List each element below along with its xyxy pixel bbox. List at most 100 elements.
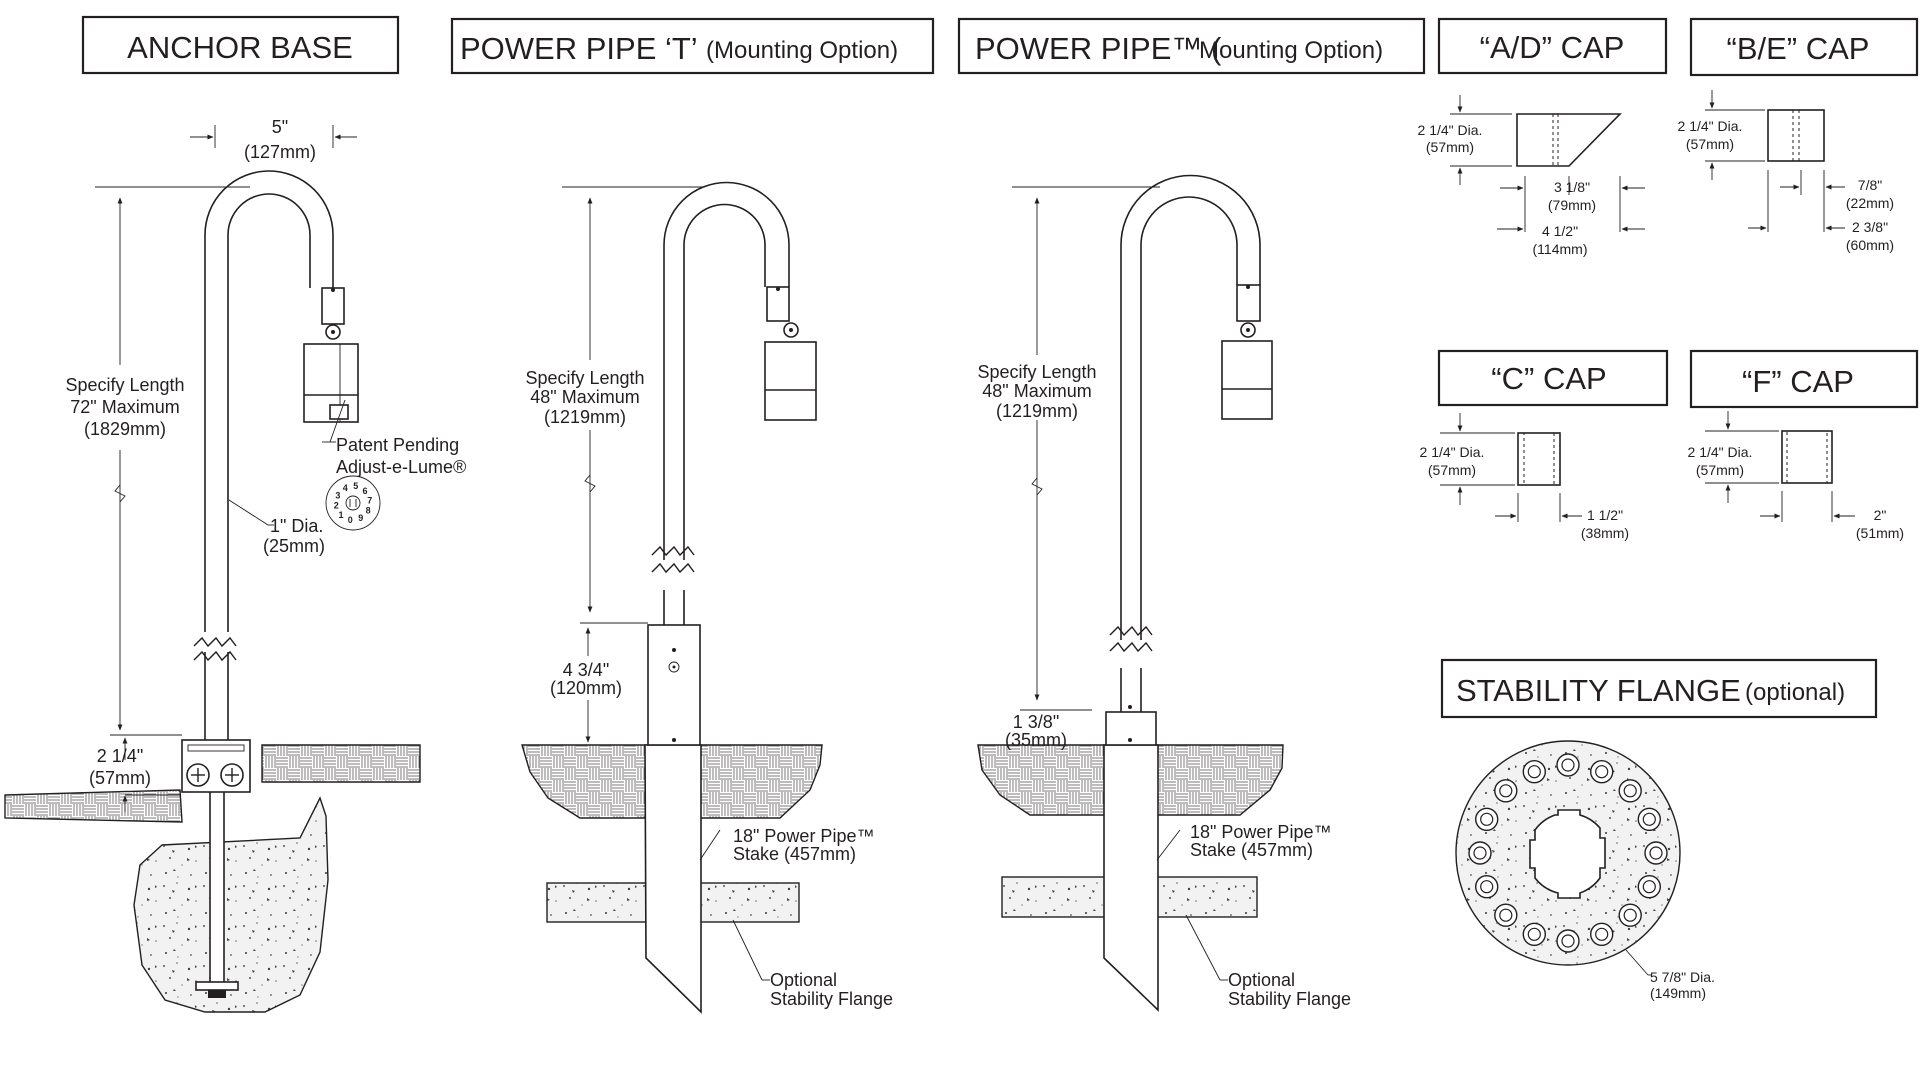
svg-text:(114mm): (114mm) <box>1533 241 1588 257</box>
svg-text:(149mm): (149mm) <box>1650 985 1706 1001</box>
flange-hole <box>1637 807 1662 831</box>
dial-digit: 8 <box>366 506 371 516</box>
svg-text:(60mm): (60mm) <box>1846 237 1894 253</box>
flange-hole <box>1618 779 1642 803</box>
svg-text:48" Maximum: 48" Maximum <box>982 381 1091 401</box>
svg-text:2": 2" <box>1874 507 1887 523</box>
svg-text:5": 5" <box>272 117 288 137</box>
svg-text:Stake (457mm): Stake (457mm) <box>733 844 856 864</box>
be-cap-drawing: 2 1/4" Dia. (57mm) 7/8" (22mm) 2 3/8" (6… <box>1678 90 1894 253</box>
ad-cap-drawing: 2 1/4" Dia. (57mm) 3 1/8" (79mm) 4 1/2" … <box>1418 95 1645 257</box>
flange-hole-inner <box>1473 846 1487 860</box>
flange-hole <box>1474 807 1499 831</box>
svg-text:(1219mm): (1219mm) <box>996 401 1078 421</box>
anchor-screw-left <box>186 763 210 787</box>
svg-text:POWER PIPE™ (: POWER PIPE™ ( <box>975 31 1222 66</box>
svg-text:18" Power Pipe™: 18" Power Pipe™ <box>1190 822 1331 842</box>
svg-text:(38mm): (38mm) <box>1581 525 1629 541</box>
svg-text:STABILITY FLANGE: STABILITY FLANGE <box>1456 673 1741 708</box>
pp-stake <box>1103 744 1159 1012</box>
anchor-pipe <box>204 652 229 740</box>
svg-text:Optional: Optional <box>1228 970 1295 990</box>
svg-text:2 1/4": 2 1/4" <box>97 746 143 766</box>
svg-text:(57mm): (57mm) <box>1686 136 1734 152</box>
svg-text:(57mm): (57mm) <box>1696 462 1744 478</box>
ppt-stake <box>644 744 702 1014</box>
svg-text:(57mm): (57mm) <box>1426 139 1474 155</box>
svg-text:5 7/8" Dia.: 5 7/8" Dia. <box>1650 969 1715 985</box>
flange-holes <box>1468 753 1668 953</box>
flange-hole-inner <box>1480 812 1494 826</box>
flange-hole <box>1556 753 1580 777</box>
flange-hole <box>1644 841 1668 865</box>
ppt-light-fixture <box>764 341 817 421</box>
svg-text:(22mm): (22mm) <box>1846 195 1894 211</box>
flange-hole <box>1522 922 1547 946</box>
svg-text:(51mm): (51mm) <box>1856 525 1904 541</box>
be-cap-shape <box>1767 109 1825 162</box>
svg-text:(57mm): (57mm) <box>1428 462 1476 478</box>
svg-text:3 1/8": 3 1/8" <box>1554 179 1590 195</box>
pp-light-fixture <box>1221 340 1273 420</box>
ppt-sleeve <box>647 624 701 746</box>
svg-text:“B/E” CAP: “B/E” CAP <box>1727 31 1870 66</box>
svg-text:48" Maximum: 48" Maximum <box>530 387 639 407</box>
svg-text:72" Maximum: 72" Maximum <box>70 397 179 417</box>
svg-text:(127mm): (127mm) <box>244 142 316 162</box>
svg-text:(Mounting Option): (Mounting Option) <box>706 37 898 64</box>
svg-text:“A/D” CAP: “A/D” CAP <box>1480 30 1625 65</box>
svg-text:2 1/4" Dia.: 2 1/4" Dia. <box>1688 444 1753 460</box>
dial-digit: 9 <box>358 513 363 523</box>
svg-text:2 1/4" Dia.: 2 1/4" Dia. <box>1418 122 1483 138</box>
flange-hole <box>1494 779 1518 803</box>
flange-hole <box>1494 903 1518 927</box>
svg-text:2 1/4" Dia.: 2 1/4" Dia. <box>1678 118 1743 134</box>
flange-hole-inner <box>1480 880 1494 894</box>
dial-digit: 6 <box>362 486 367 496</box>
power-pipe-drawing: Specify Length 48" Maximum (1219mm) 1 3/… <box>977 174 1351 1012</box>
svg-text:2 3/8": 2 3/8" <box>1852 219 1888 235</box>
ppt-pipe <box>663 590 685 625</box>
flange-hole <box>1637 875 1662 899</box>
svg-text:Adjust-e-Lume®: Adjust-e-Lume® <box>336 457 466 477</box>
flange-hole <box>1556 929 1580 953</box>
dial-digit: 7 <box>367 495 372 505</box>
svg-text:Optional: Optional <box>770 970 837 990</box>
flange-hole-inner <box>1642 880 1656 894</box>
anchor-base-drawing: 5" (127mm) Specify Length 72" Maximum (1… <box>4 117 466 1013</box>
dial-digit: 0 <box>348 515 353 525</box>
svg-text:2 1/4" Dia.: 2 1/4" Dia. <box>1420 444 1485 460</box>
flange-hole <box>1618 903 1642 927</box>
anchor-ground-left <box>4 789 183 823</box>
svg-text:1" Dia.: 1" Dia. <box>270 516 323 536</box>
f-cap-shape <box>1781 430 1833 484</box>
flange-hole-inner <box>1642 812 1656 826</box>
svg-text:“F” CAP: “F” CAP <box>1742 364 1854 399</box>
svg-text:ANCHOR BASE: ANCHOR BASE <box>127 30 353 65</box>
c-cap-drawing: 2 1/4" Dia. (57mm) 1 1/2" (38mm) <box>1420 413 1629 541</box>
svg-text:Stability Flange: Stability Flange <box>770 989 893 1009</box>
flange-hole <box>1589 760 1614 784</box>
svg-text:1 3/8": 1 3/8" <box>1013 712 1059 732</box>
flange-hole <box>1468 841 1492 865</box>
svg-text:Stability Flange: Stability Flange <box>1228 989 1351 1009</box>
power-pipe-t-drawing: Specify Length 48" Maximum (1219mm) 4 3/… <box>521 181 893 1014</box>
title-stability-flange: STABILITY FLANGE (optional) <box>1440 658 1878 719</box>
stability-flange-drawing: 5 7/8" Dia. (149mm) <box>1455 740 1715 1001</box>
svg-text:7/8": 7/8" <box>1858 177 1882 193</box>
svg-text:(79mm): (79mm) <box>1548 197 1596 213</box>
flange-hole <box>1589 922 1614 946</box>
svg-text:1 1/2": 1 1/2" <box>1587 507 1623 523</box>
svg-text:POWER PIPE ‘T’: POWER PIPE ‘T’ <box>460 31 698 66</box>
svg-text:(1219mm): (1219mm) <box>544 407 626 427</box>
svg-text:“C” CAP: “C” CAP <box>1491 361 1606 396</box>
dial-digit: 2 <box>334 501 339 511</box>
dial-digit: 1 <box>338 510 343 520</box>
anchor-concrete-footing <box>133 796 329 1013</box>
flange-hole-inner <box>1595 927 1609 941</box>
dial-digit: 3 <box>335 490 340 500</box>
svg-text:(57mm): (57mm) <box>89 768 151 788</box>
svg-text:(35mm): (35mm) <box>1005 730 1067 750</box>
svg-text:Patent Pending: Patent Pending <box>336 435 459 455</box>
ad-cap-shape <box>1516 113 1622 167</box>
